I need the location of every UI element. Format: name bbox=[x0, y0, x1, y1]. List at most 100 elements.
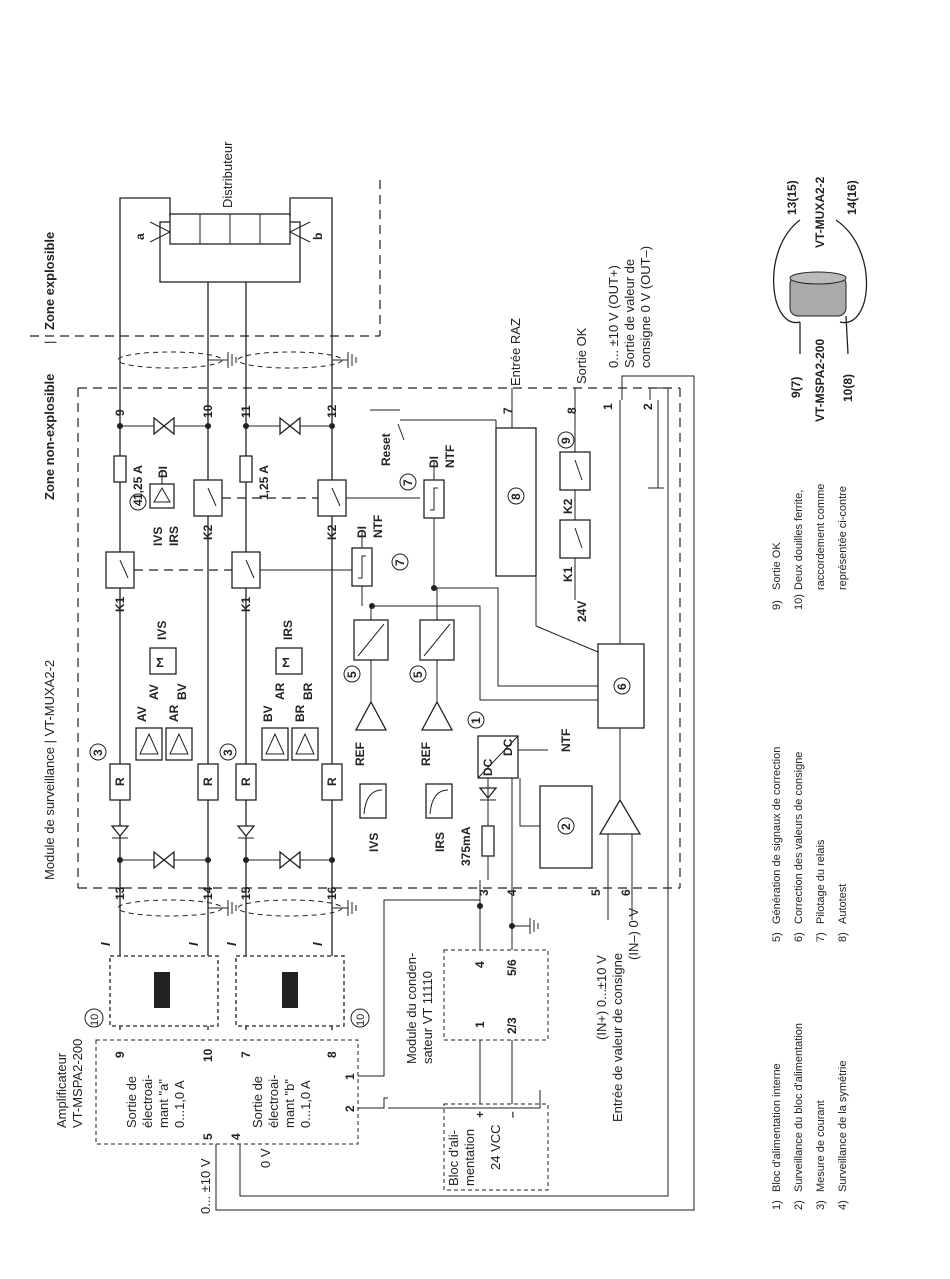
dc-label-1: DC bbox=[481, 758, 495, 776]
valve-a-label: a bbox=[133, 233, 147, 240]
k1-ok-label: K1 bbox=[561, 566, 575, 582]
k1-label-1: K1 bbox=[113, 596, 127, 612]
svg-text:9): 9) bbox=[771, 600, 783, 610]
zone-explosive-label: Zone explosible bbox=[42, 232, 57, 330]
terminal-7: 7 bbox=[501, 407, 515, 414]
svg-text:Sortie de: Sortie de bbox=[124, 1076, 139, 1128]
svg-text:1: 1 bbox=[343, 1073, 357, 1080]
terminal-3: 3 bbox=[477, 889, 491, 896]
ferrite-pin-1416: 14(16) bbox=[845, 180, 859, 215]
svg-text:mentation: mentation bbox=[462, 1129, 477, 1186]
terminal-2: 2 bbox=[641, 403, 655, 410]
svg-text:I: I bbox=[310, 942, 325, 946]
zone-separator: | bbox=[42, 341, 57, 344]
di-label: DI bbox=[156, 466, 170, 478]
svg-text:10: 10 bbox=[201, 1048, 215, 1062]
out-label-3: consigne 0 V (OUT–) bbox=[638, 246, 653, 368]
k2-label-1: K2 bbox=[201, 524, 215, 540]
svg-text:Mesure de courant: Mesure de courant bbox=[815, 1100, 827, 1192]
svg-text:8: 8 bbox=[325, 1051, 339, 1058]
ref-label-1: REF bbox=[353, 742, 367, 766]
fuse-label-2: 1,25 A bbox=[257, 465, 271, 500]
svg-text:Sortie OK: Sortie OK bbox=[771, 542, 783, 590]
r-label-1: R bbox=[113, 777, 127, 786]
svg-text:1): 1) bbox=[771, 1200, 783, 1210]
badge-10b: 10 bbox=[355, 1014, 367, 1026]
terminal-6: 6 bbox=[619, 889, 633, 896]
ok-label: Sortie OK bbox=[574, 327, 589, 384]
svg-text:5/6: 5/6 bbox=[505, 959, 519, 976]
terminal-1: 1 bbox=[601, 403, 615, 410]
amplifier-title: Amplificateur bbox=[54, 1052, 69, 1128]
ferrite-pin-108: 10(8) bbox=[841, 374, 855, 402]
reset-label: Reset bbox=[379, 433, 393, 466]
ok-relays: K1 K2 24V 9 bbox=[557, 400, 591, 622]
ferrite-sleeves: 10 10 bbox=[84, 955, 370, 1028]
svg-text:Génération de signaux de corre: Génération de signaux de correction bbox=[771, 747, 783, 924]
correction-generators: 5 5 REF REF IVS IRS bbox=[343, 588, 455, 852]
svg-text:5): 5) bbox=[771, 932, 783, 942]
protection-diodes bbox=[120, 416, 332, 870]
ntf-label-1: NTF bbox=[559, 729, 573, 752]
svg-text:Bloc d'alimentation interne: Bloc d'alimentation interne bbox=[771, 1063, 783, 1192]
distributor-valve: a b bbox=[119, 197, 333, 400]
svg-text:Autotest: Autotest bbox=[837, 884, 849, 924]
badge-9: 9 bbox=[559, 437, 573, 444]
br-label: BR bbox=[301, 682, 315, 700]
ntf-label-3: NTF bbox=[443, 445, 457, 468]
fuse-375-label: 375mA bbox=[459, 826, 473, 866]
di-label-3: DI bbox=[427, 456, 441, 468]
svg-text:I: I bbox=[186, 942, 201, 946]
svg-text:4: 4 bbox=[229, 1133, 243, 1140]
k1-label-2: K1 bbox=[239, 596, 253, 612]
badge-7: 7 bbox=[393, 559, 407, 566]
svg-text:10): 10) bbox=[793, 594, 805, 610]
setpoint-correction: 6 bbox=[372, 400, 664, 880]
module-title: Module de surveillance | VT-MUXA2-2 bbox=[42, 660, 57, 880]
svg-text:I: I bbox=[224, 942, 239, 946]
ntf-label-2: NTF bbox=[371, 515, 385, 538]
badge-7b: 7 bbox=[401, 479, 415, 486]
badge-5b: 5 bbox=[411, 671, 425, 678]
svg-text:4: 4 bbox=[473, 961, 487, 968]
svg-text:Pilotage du relais: Pilotage du relais bbox=[815, 839, 827, 924]
svg-text:électroai-: électroai- bbox=[266, 1075, 281, 1128]
relays: K1 K1 K2 K2 bbox=[105, 479, 420, 612]
distributor-label: Distributeur bbox=[220, 141, 235, 208]
svg-text:électroai-: électroai- bbox=[140, 1075, 155, 1128]
return-wiring bbox=[215, 375, 695, 1211]
svg-text:4): 4) bbox=[837, 1200, 849, 1210]
dc-label-2: DC bbox=[501, 738, 515, 756]
irs-label: IRS bbox=[167, 526, 181, 546]
svg-text:9: 9 bbox=[113, 1051, 127, 1058]
sigma-2: Σ bbox=[282, 655, 290, 670]
svg-text:mant "a": mant "a" bbox=[156, 1079, 171, 1128]
capacitor-module-title: Module du conden- bbox=[404, 953, 419, 1064]
amplifier-voltage-label: 0... ±10 V bbox=[198, 1158, 213, 1214]
av-label: AV bbox=[147, 684, 161, 700]
svg-text:7): 7) bbox=[815, 932, 827, 942]
badge-3b: 3 bbox=[221, 749, 235, 756]
fuses: 1,25 A 1,25 A bbox=[113, 455, 271, 500]
ivs-label: IVS bbox=[151, 527, 165, 546]
autotest-block: 8 Reset bbox=[370, 400, 537, 577]
badge-3a: 3 bbox=[91, 749, 105, 756]
k2-label-2: K2 bbox=[325, 524, 339, 540]
svg-text:(IN+) 0...±10 V: (IN+) 0...±10 V bbox=[594, 955, 609, 1040]
svg-text:Surveillance du bloc d'aliment: Surveillance du bloc d'alimentation bbox=[793, 1023, 805, 1192]
svg-text:représentée ci-contre: représentée ci-contre bbox=[837, 486, 849, 590]
svg-text:0...1,0 A: 0...1,0 A bbox=[172, 1080, 187, 1128]
svg-text:Entrée de valeur de consigne: Entrée de valeur de consigne bbox=[610, 953, 625, 1122]
ivs-sum-label: IVS bbox=[155, 621, 169, 640]
svg-text:0...1,0 A: 0...1,0 A bbox=[298, 1080, 313, 1128]
ferrite-pin-1315: 13(15) bbox=[785, 180, 799, 215]
svg-text:3): 3) bbox=[815, 1200, 827, 1210]
irs-sum-label: IRS bbox=[281, 620, 295, 640]
svg-text:1: 1 bbox=[473, 1021, 487, 1028]
legend: 1) Bloc d'alimentation interne 2) Survei… bbox=[771, 484, 849, 1210]
av-amp-label: AV bbox=[135, 706, 149, 722]
amplifier-model: VT-MSPA2-200 bbox=[70, 1039, 85, 1128]
output-labels: Entrée RAZ Sortie OK 0... ±10 V (OUT+) S… bbox=[508, 246, 653, 400]
